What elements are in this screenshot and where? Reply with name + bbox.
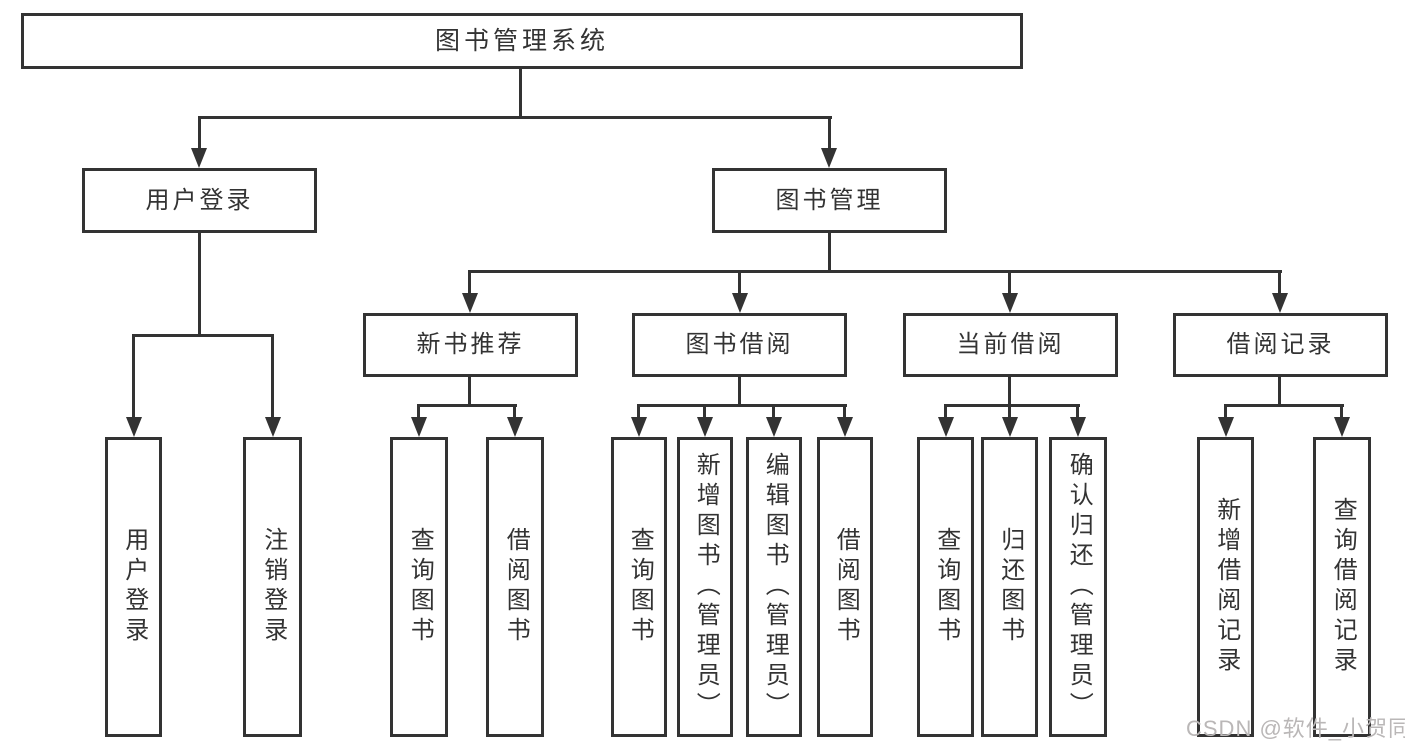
connector-vline (1008, 404, 1011, 419)
connector-hline (198, 116, 832, 119)
leaf-user-login: 用户登录 (105, 437, 162, 737)
connector-vline (132, 334, 135, 419)
arrow-down-icon (191, 148, 207, 168)
leaf-logout: 注销登录 (243, 437, 302, 737)
arrow-down-icon (1070, 417, 1086, 437)
connector-vline (468, 270, 471, 295)
connector-vline (944, 404, 947, 419)
connector-vline (703, 404, 706, 419)
connector-vline (828, 116, 831, 150)
node-book-management: 图书管理 (712, 168, 947, 233)
connector-vline (1340, 404, 1343, 419)
arrow-down-icon (1002, 417, 1018, 437)
watermark: CSDN @软件_小贺同学 (1186, 716, 1405, 741)
connector-vline (738, 377, 741, 406)
connector-vline (271, 334, 274, 419)
leaf-add-borrow-record: 新增借阅记录 (1197, 437, 1254, 737)
connector-vline (843, 404, 846, 419)
connector-hline (1224, 404, 1344, 407)
connector-hline (417, 404, 517, 407)
leaf-query-books-current: 查询图书 (917, 437, 974, 737)
leaf-edit-book-admin: 编辑图书（管理员） (746, 437, 802, 737)
leaf-query-borrow-record: 查询借阅记录 (1313, 437, 1371, 737)
leaf-borrow-books-recommend: 借阅图书 (486, 437, 544, 737)
node-book-borrow: 图书借阅 (632, 313, 847, 377)
connector-vline (1008, 270, 1011, 295)
arrow-down-icon (462, 293, 478, 313)
connector-hline (468, 270, 1282, 273)
connector-vline (1278, 377, 1281, 406)
arrow-down-icon (126, 417, 142, 437)
connector-vline (513, 404, 516, 419)
node-borrow-records: 借阅记录 (1173, 313, 1388, 377)
connector-hline (132, 334, 274, 337)
arrow-down-icon (265, 417, 281, 437)
arrow-down-icon (507, 417, 523, 437)
node-user-login: 用户登录 (82, 168, 317, 233)
leaf-borrow-books: 借阅图书 (817, 437, 873, 737)
connector-vline (772, 404, 775, 419)
node-current-borrow: 当前借阅 (903, 313, 1118, 377)
arrow-down-icon (697, 417, 713, 437)
connector-vline (198, 116, 201, 150)
connector-vline (1278, 270, 1281, 295)
arrow-down-icon (732, 293, 748, 313)
connector-vline (828, 233, 831, 273)
arrow-down-icon (1002, 293, 1018, 313)
connector-vline (1076, 404, 1079, 419)
connector-vline (637, 404, 640, 419)
leaf-query-books-borrow: 查询图书 (611, 437, 667, 737)
connector-vline (738, 270, 741, 295)
arrow-down-icon (837, 417, 853, 437)
arrow-down-icon (411, 417, 427, 437)
arrow-down-icon (938, 417, 954, 437)
arrow-down-icon (766, 417, 782, 437)
leaf-add-book-admin: 新增图书（管理员） (677, 437, 733, 737)
connector-vline (198, 233, 201, 337)
connector-vline (468, 377, 471, 406)
leaf-confirm-return-admin: 确认归还（管理员） (1049, 437, 1107, 737)
node-root: 图书管理系统 (21, 13, 1023, 69)
connector-hline (637, 404, 847, 407)
connector-vline (1224, 404, 1227, 419)
arrow-down-icon (1218, 417, 1234, 437)
connector-hline (944, 404, 1080, 407)
connector-vline (1008, 377, 1011, 406)
connector-vline (417, 404, 420, 419)
leaf-return-book: 归还图书 (981, 437, 1038, 737)
leaf-query-books-recommend: 查询图书 (390, 437, 448, 737)
node-new-book-recommend: 新书推荐 (363, 313, 578, 377)
arrow-down-icon (821, 148, 837, 168)
arrow-down-icon (1272, 293, 1288, 313)
arrow-down-icon (1334, 417, 1350, 437)
connector-vline (519, 69, 522, 119)
arrow-down-icon (631, 417, 647, 437)
